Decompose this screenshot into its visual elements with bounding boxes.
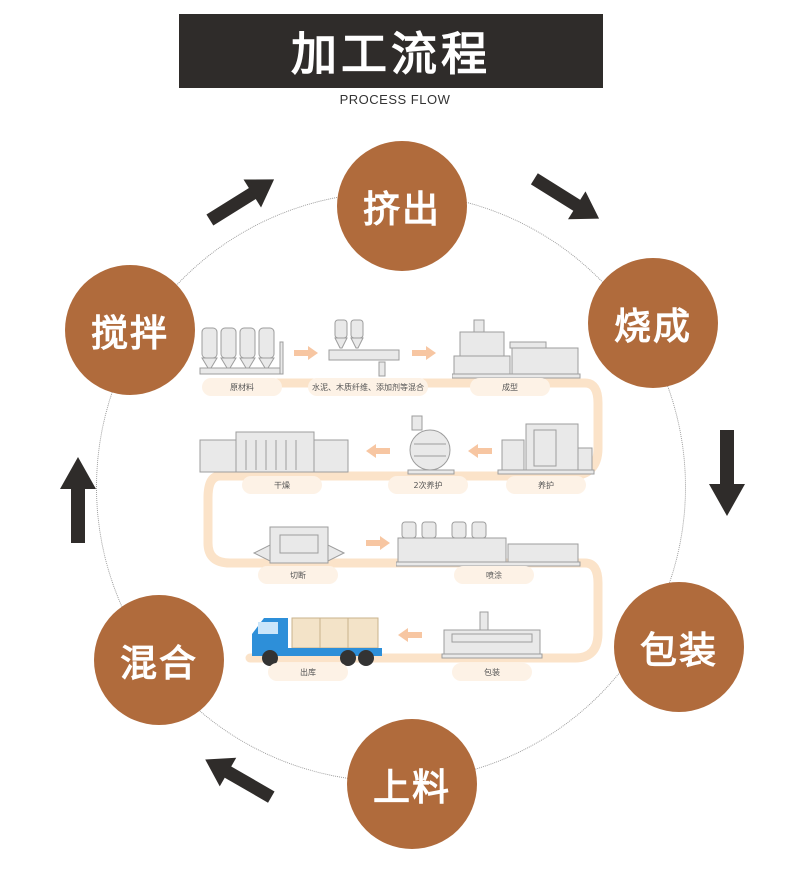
arrow-icon: [55, 453, 101, 545]
step-label: 烧成: [614, 305, 692, 348]
flow-step-label: 原材料: [230, 383, 254, 392]
flow-arrow-icon: [366, 536, 390, 550]
flow-path: [203, 378, 603, 663]
arrow-icon: [194, 744, 284, 814]
arrow-icon: [521, 168, 611, 228]
arrow-icon: [704, 428, 750, 520]
silo-icon: [199, 327, 284, 375]
step-label: 上料: [373, 766, 451, 809]
mixer-icon: [328, 319, 400, 377]
flow-step-label: 成型: [502, 383, 518, 392]
flow-arrow-icon: [398, 628, 422, 642]
step-stirring: 搅拌: [65, 265, 195, 395]
step-label: 混合: [120, 642, 198, 685]
step-label: 包装: [640, 629, 718, 672]
truck-icon: [252, 617, 382, 666]
flow-step-label: 2次养护: [413, 481, 443, 490]
flow-step-label: 水泥、木质纤维、添加剂等混合: [312, 383, 424, 392]
flow-step-label: 包装: [484, 668, 500, 677]
production-flow-illustration: 原材料 水泥、木质纤维、添加剂等混合 成型 干燥 2次养护 养护: [190, 318, 610, 698]
dryer-icon: [199, 431, 349, 473]
flow-step-label: 养护: [538, 481, 554, 490]
step-label: 搅拌: [91, 312, 169, 355]
title-banner: 加工流程: [179, 14, 603, 88]
flow-arrow-icon: [366, 444, 390, 458]
spray-line-icon: [396, 521, 581, 567]
flow-step-label: 干燥: [274, 481, 290, 490]
packing-machine-icon: [441, 611, 543, 659]
autoclave-icon: [407, 415, 455, 475]
curing-chamber-icon: [497, 423, 595, 475]
flow-arrow-icon: [412, 346, 436, 360]
arrow-icon: [196, 170, 286, 230]
flow-arrow-icon: [294, 346, 318, 360]
page-title: 加工流程: [291, 27, 491, 81]
page-subtitle: PROCESS FLOW: [339, 92, 451, 107]
flow-step-label: 喷涂: [486, 571, 502, 580]
forming-machine-icon: [452, 319, 581, 379]
step-extrusion: 挤出: [337, 141, 467, 271]
flow-step-label: 切断: [290, 571, 306, 580]
step-mixing: 混合: [94, 595, 224, 725]
cutter-icon: [252, 526, 346, 564]
step-loading: 上料: [347, 719, 477, 849]
step-firing: 烧成: [588, 258, 718, 388]
flow-arrow-icon: [468, 444, 492, 458]
step-label: 挤出: [363, 188, 441, 231]
flow-step-label: 出库: [300, 668, 316, 677]
step-packaging: 包装: [614, 582, 744, 712]
